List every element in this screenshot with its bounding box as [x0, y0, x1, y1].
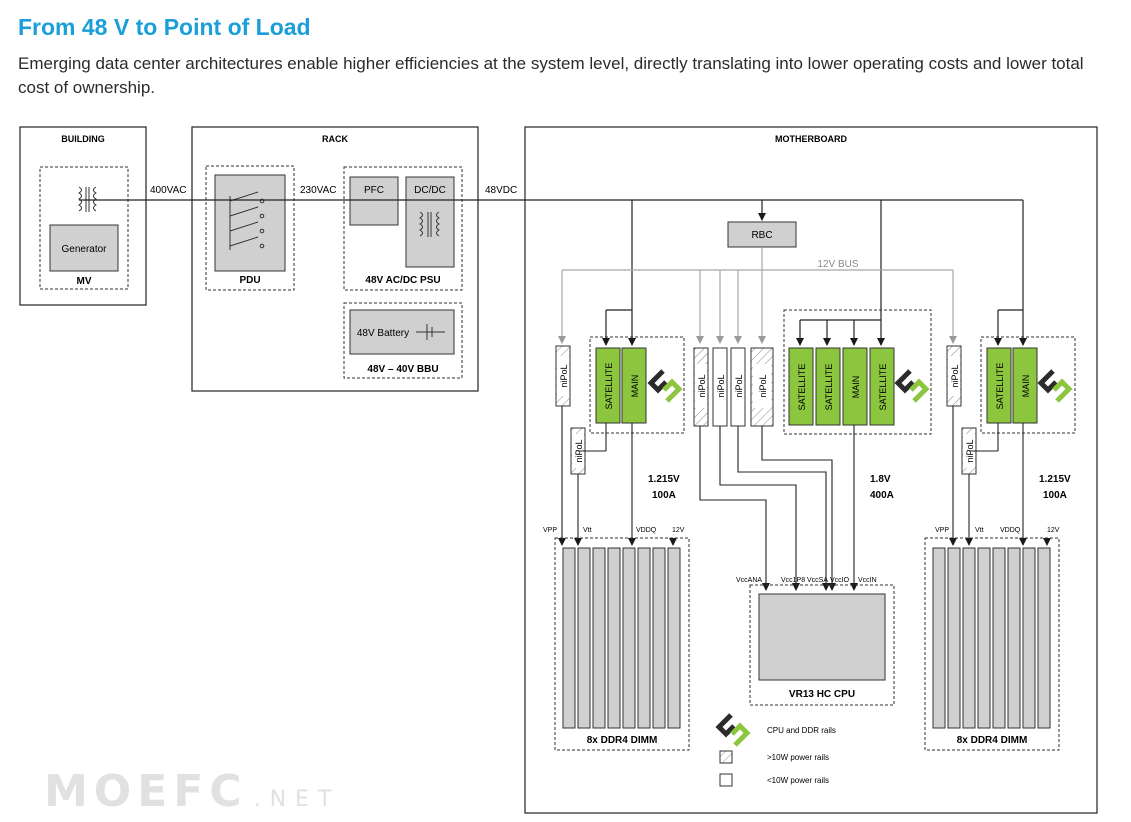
rail-labels: VPP Vtt VDDQ 12V VPP Vtt VDDQ 12V VccANA… — [543, 527, 1060, 584]
rail-vccana-label: VccANA — [736, 577, 762, 584]
legend: CPU and DDR rails >10W power rails <10W … — [719, 715, 836, 787]
nipol-label: niPoL — [950, 364, 960, 387]
legend-cpu-ddr-label: CPU and DDR rails — [767, 726, 836, 735]
rail-vddq-label: VDDQ — [636, 527, 657, 534]
main-module — [1012, 347, 1038, 424]
pdu-label: PDU — [239, 275, 260, 286]
legend-lt10w-label: <10W power rails — [767, 776, 829, 785]
right-vr-group: SATELLITE MAIN — [980, 309, 1076, 434]
12v-bus — [558, 247, 957, 344]
center-current-rating: 400A — [870, 490, 894, 501]
center-voltage-rating: 1.8V — [870, 474, 891, 485]
nipol-label: niPoL — [716, 374, 726, 397]
battery-icon — [416, 324, 445, 340]
satellite-label: SATELLITE — [604, 363, 614, 410]
rbc-label: RBC — [751, 230, 772, 241]
mv-label: MV — [77, 276, 92, 287]
satellite-label: SATELLITE — [995, 363, 1005, 410]
isolation-transformer-icon — [419, 211, 440, 237]
dcdc-label: DC/DC — [414, 185, 446, 196]
main-module — [621, 347, 647, 424]
rail-vccsa-label: VccSA — [807, 577, 828, 584]
main-power-wire — [79, 199, 1027, 346]
12v-bus-label: 12V BUS — [817, 259, 858, 270]
rail-12v-label: 12V — [672, 527, 685, 534]
cpu-rails — [699, 425, 858, 591]
left-voltage-rating: 1.215V — [648, 474, 680, 485]
nipol-label: niPoL — [734, 374, 744, 397]
rbc-block — [727, 221, 797, 248]
nipol-label: niPoL — [758, 374, 768, 397]
left-dimm-block: 8x DDR4 DIMM — [554, 537, 690, 751]
motherboard-label: MOTHERBOARD — [775, 134, 847, 144]
rail-vddq-label: VDDQ — [1000, 527, 1021, 534]
legend-gt10w-label: >10W power rails — [767, 753, 829, 762]
right-dimm-rails — [949, 406, 1051, 546]
nipol-label: niPoL — [559, 364, 569, 387]
rail-12v-label: 12V — [1047, 527, 1060, 534]
left-vr-group: SATELLITE MAIN — [589, 309, 685, 434]
wire-230vac-label: 230VAC — [300, 185, 337, 196]
page-subtitle: Emerging data center architectures enabl… — [18, 54, 1084, 97]
left-dimm-label: 8x DDR4 DIMM — [587, 735, 658, 746]
left-current-rating: 100A — [652, 490, 676, 501]
satellite-module — [595, 347, 621, 424]
main-label: MAIN — [851, 376, 861, 399]
satellite-module — [986, 347, 1012, 424]
nipol-label: niPoL — [697, 374, 707, 397]
right-current-rating: 100A — [1043, 490, 1067, 501]
bbu-label: 48V – 40V BBU — [367, 364, 438, 375]
wire-400vac-label: 400VAC — [150, 185, 187, 196]
watermark-net: .NET — [253, 787, 341, 812]
satellite-module — [788, 347, 814, 426]
left-dimm-rails — [558, 406, 677, 546]
switch-bank-icon — [229, 191, 265, 250]
main-module — [842, 347, 868, 426]
main-label: MAIN — [630, 375, 640, 398]
wire-48vdc-label: 48VDC — [485, 185, 517, 196]
rail-vtt-label: Vtt — [975, 527, 984, 534]
battery-label: 48V Battery — [357, 328, 409, 339]
rail-vpp-label: VPP — [543, 527, 557, 534]
rail-vtt-label: Vtt — [583, 527, 592, 534]
satellite-label: SATELLITE — [878, 364, 888, 411]
rack-label: RACK — [322, 134, 348, 144]
generator-label: Generator — [61, 244, 107, 255]
page-title: From 48 V to Point of Load — [18, 14, 311, 40]
rack-block: RACK PDU PFC DC/DC 48V AC/DC PSU — [191, 126, 479, 392]
main-label: MAIN — [1021, 375, 1031, 398]
legend-plain-swatch — [719, 773, 733, 787]
legend-hatched-swatch — [719, 750, 733, 764]
rail-vccin-label: VccIN — [858, 577, 877, 584]
building-block: BUILDING Generator MV — [19, 126, 147, 306]
right-dimm-label: 8x DDR4 DIMM — [957, 735, 1028, 746]
satellite-label: SATELLITE — [797, 364, 807, 411]
watermark: MOEFC.NET — [44, 766, 340, 817]
satellite-module — [815, 347, 841, 426]
cpu-block: VR13 HC CPU — [749, 584, 895, 706]
rail-vccio-label: VccIO — [830, 577, 850, 584]
right-voltage-rating: 1.215V — [1039, 474, 1071, 485]
rail-vcc1p8-label: Vcc1P8 — [781, 577, 805, 584]
satellite-label: SATELLITE — [824, 364, 834, 411]
pfc-label: PFC — [364, 185, 384, 196]
watermark-main: MOEFC — [44, 766, 248, 817]
center-vr-group: SATELLITE SATELLITE MAIN SATELLITE — [783, 309, 932, 435]
rail-vpp-label: VPP — [935, 527, 949, 534]
right-dimm-block: 8x DDR4 DIMM — [924, 537, 1060, 751]
psu-label: 48V AC/DC PSU — [365, 275, 440, 286]
building-label: BUILDING — [61, 134, 105, 144]
satellite-module — [869, 347, 895, 426]
cpu-label: VR13 HC CPU — [789, 689, 855, 700]
